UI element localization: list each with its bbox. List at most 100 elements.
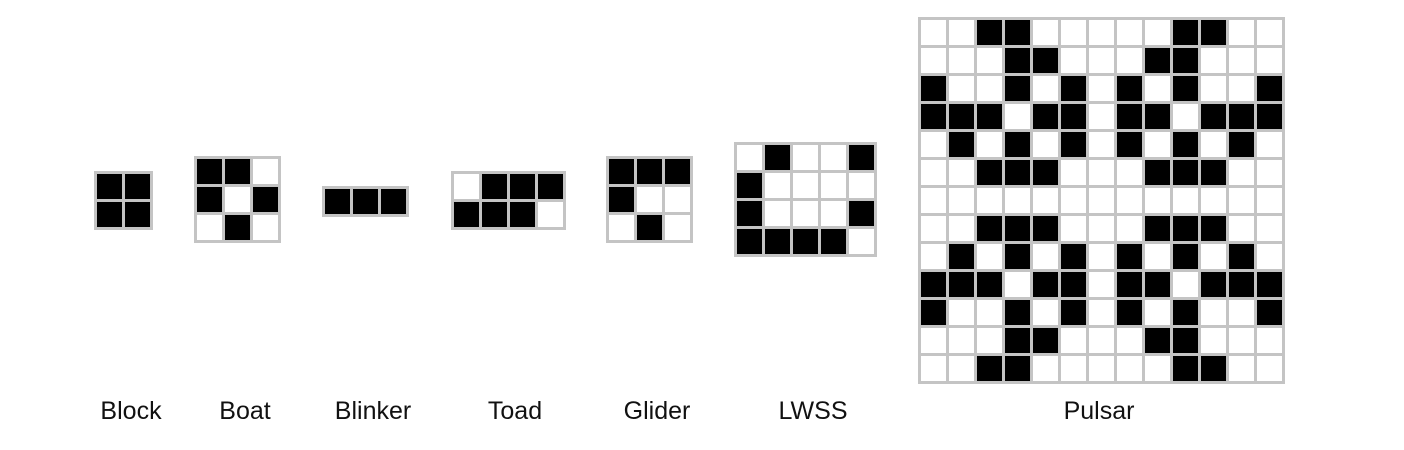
pulsar-cell-dead	[921, 216, 946, 241]
pulsar-cell-dead	[949, 188, 974, 213]
toad-cell-alive	[482, 202, 507, 227]
pulsar-cell-alive	[1033, 272, 1058, 297]
toad-cell-alive	[510, 174, 535, 199]
pulsar-cell-dead	[1089, 160, 1114, 185]
pulsar-cell-dead	[1145, 244, 1170, 269]
pulsar-cell-alive	[1033, 160, 1058, 185]
pulsar-pattern-grid	[918, 17, 1285, 384]
pulsar-cell-alive	[977, 272, 1002, 297]
pulsar-cell-dead	[1061, 20, 1086, 45]
boat-cell-dead	[197, 215, 222, 240]
pulsar-cell-dead	[1229, 48, 1254, 73]
blinker-pattern-grid	[322, 186, 409, 217]
pulsar-cell-alive	[1033, 216, 1058, 241]
pulsar-cell-dead	[921, 356, 946, 381]
pulsar-cell-dead	[921, 132, 946, 157]
pulsar-cell-alive	[1061, 244, 1086, 269]
lwss-cell-dead	[765, 201, 790, 226]
pulsar-cell-alive	[1061, 132, 1086, 157]
pulsar-cell-alive	[1145, 160, 1170, 185]
blinker-cell-alive	[381, 189, 406, 214]
pulsar-cell-dead	[1117, 160, 1142, 185]
pulsar-cell-dead	[1229, 328, 1254, 353]
glider-cell-alive	[637, 159, 662, 184]
pulsar-cell-alive	[1257, 300, 1282, 325]
pulsar-cell-alive	[1117, 300, 1142, 325]
pulsar-cell-dead	[1089, 104, 1114, 129]
pulsar-cell-dead	[921, 328, 946, 353]
pulsar-cell-dead	[1089, 20, 1114, 45]
pulsar-cell-alive	[1173, 48, 1198, 73]
toad-cell-alive	[454, 202, 479, 227]
pulsar-cell-alive	[1005, 20, 1030, 45]
toad-label: Toad	[487, 397, 543, 425]
pulsar-cell-dead	[949, 48, 974, 73]
pulsar-cell-alive	[1005, 48, 1030, 73]
pulsar-cell-dead	[1257, 188, 1282, 213]
pulsar-cell-dead	[1089, 356, 1114, 381]
pulsar-cell-dead	[1173, 188, 1198, 213]
pulsar-cell-dead	[1089, 132, 1114, 157]
lwss-cell-dead	[737, 145, 762, 170]
pulsar-cell-alive	[1005, 76, 1030, 101]
toad-cell-dead	[538, 202, 563, 227]
lwss-cell-alive	[765, 145, 790, 170]
boat-cell-alive	[225, 159, 250, 184]
pulsar-cell-alive	[1117, 104, 1142, 129]
block-cell-alive	[125, 174, 150, 199]
pulsar-label: Pulsar	[1063, 397, 1135, 425]
pulsar-cell-alive	[1145, 328, 1170, 353]
pulsar-cell-dead	[1089, 216, 1114, 241]
pulsar-cell-alive	[1173, 300, 1198, 325]
pulsar-cell-alive	[1173, 20, 1198, 45]
pulsar-cell-dead	[949, 328, 974, 353]
glider-cell-alive	[665, 159, 690, 184]
boat-cell-alive	[197, 159, 222, 184]
pulsar-cell-alive	[1145, 216, 1170, 241]
lwss-cell-dead	[849, 229, 874, 254]
boat-cell-dead	[225, 187, 250, 212]
pulsar-cell-dead	[949, 300, 974, 325]
pulsar-cell-dead	[921, 160, 946, 185]
pulsar-cell-dead	[977, 132, 1002, 157]
pulsar-cell-dead	[977, 76, 1002, 101]
pulsar-cell-alive	[1005, 132, 1030, 157]
boat-cell-alive	[225, 215, 250, 240]
pulsar-cell-dead	[1033, 300, 1058, 325]
pulsar-cell-dead	[1257, 48, 1282, 73]
pulsar-cell-alive	[977, 104, 1002, 129]
blinker-cell-alive	[325, 189, 350, 214]
pulsar-cell-dead	[1033, 132, 1058, 157]
pulsar-cell-dead	[921, 244, 946, 269]
pulsar-cell-dead	[1257, 244, 1282, 269]
pulsar-cell-dead	[1089, 300, 1114, 325]
pulsar-cell-dead	[921, 48, 946, 73]
pulsar-cell-alive	[1145, 272, 1170, 297]
lwss-cell-alive	[821, 229, 846, 254]
glider-cell-dead	[637, 187, 662, 212]
toad-cell-alive	[538, 174, 563, 199]
pulsar-cell-dead	[1229, 216, 1254, 241]
pulsar-cell-alive	[921, 104, 946, 129]
glider-cell-alive	[609, 159, 634, 184]
pulsar-cell-dead	[1145, 356, 1170, 381]
lwss-cell-dead	[821, 201, 846, 226]
pulsar-cell-dead	[1229, 188, 1254, 213]
pulsar-cell-dead	[949, 356, 974, 381]
pulsar-cell-alive	[1033, 328, 1058, 353]
lwss-cell-alive	[737, 201, 762, 226]
pulsar-cell-dead	[1061, 48, 1086, 73]
pulsar-cell-dead	[1033, 20, 1058, 45]
toad-cell-alive	[510, 202, 535, 227]
pulsar-cell-dead	[949, 216, 974, 241]
pulsar-cell-dead	[1173, 272, 1198, 297]
pulsar-cell-alive	[1173, 216, 1198, 241]
pulsar-cell-dead	[1145, 76, 1170, 101]
pulsar-cell-alive	[1033, 48, 1058, 73]
glider-pattern-grid	[606, 156, 693, 243]
pulsar-cell-dead	[1229, 160, 1254, 185]
pulsar-cell-alive	[1005, 160, 1030, 185]
pulsar-cell-alive	[1201, 104, 1226, 129]
boat-label: Boat	[219, 397, 271, 425]
